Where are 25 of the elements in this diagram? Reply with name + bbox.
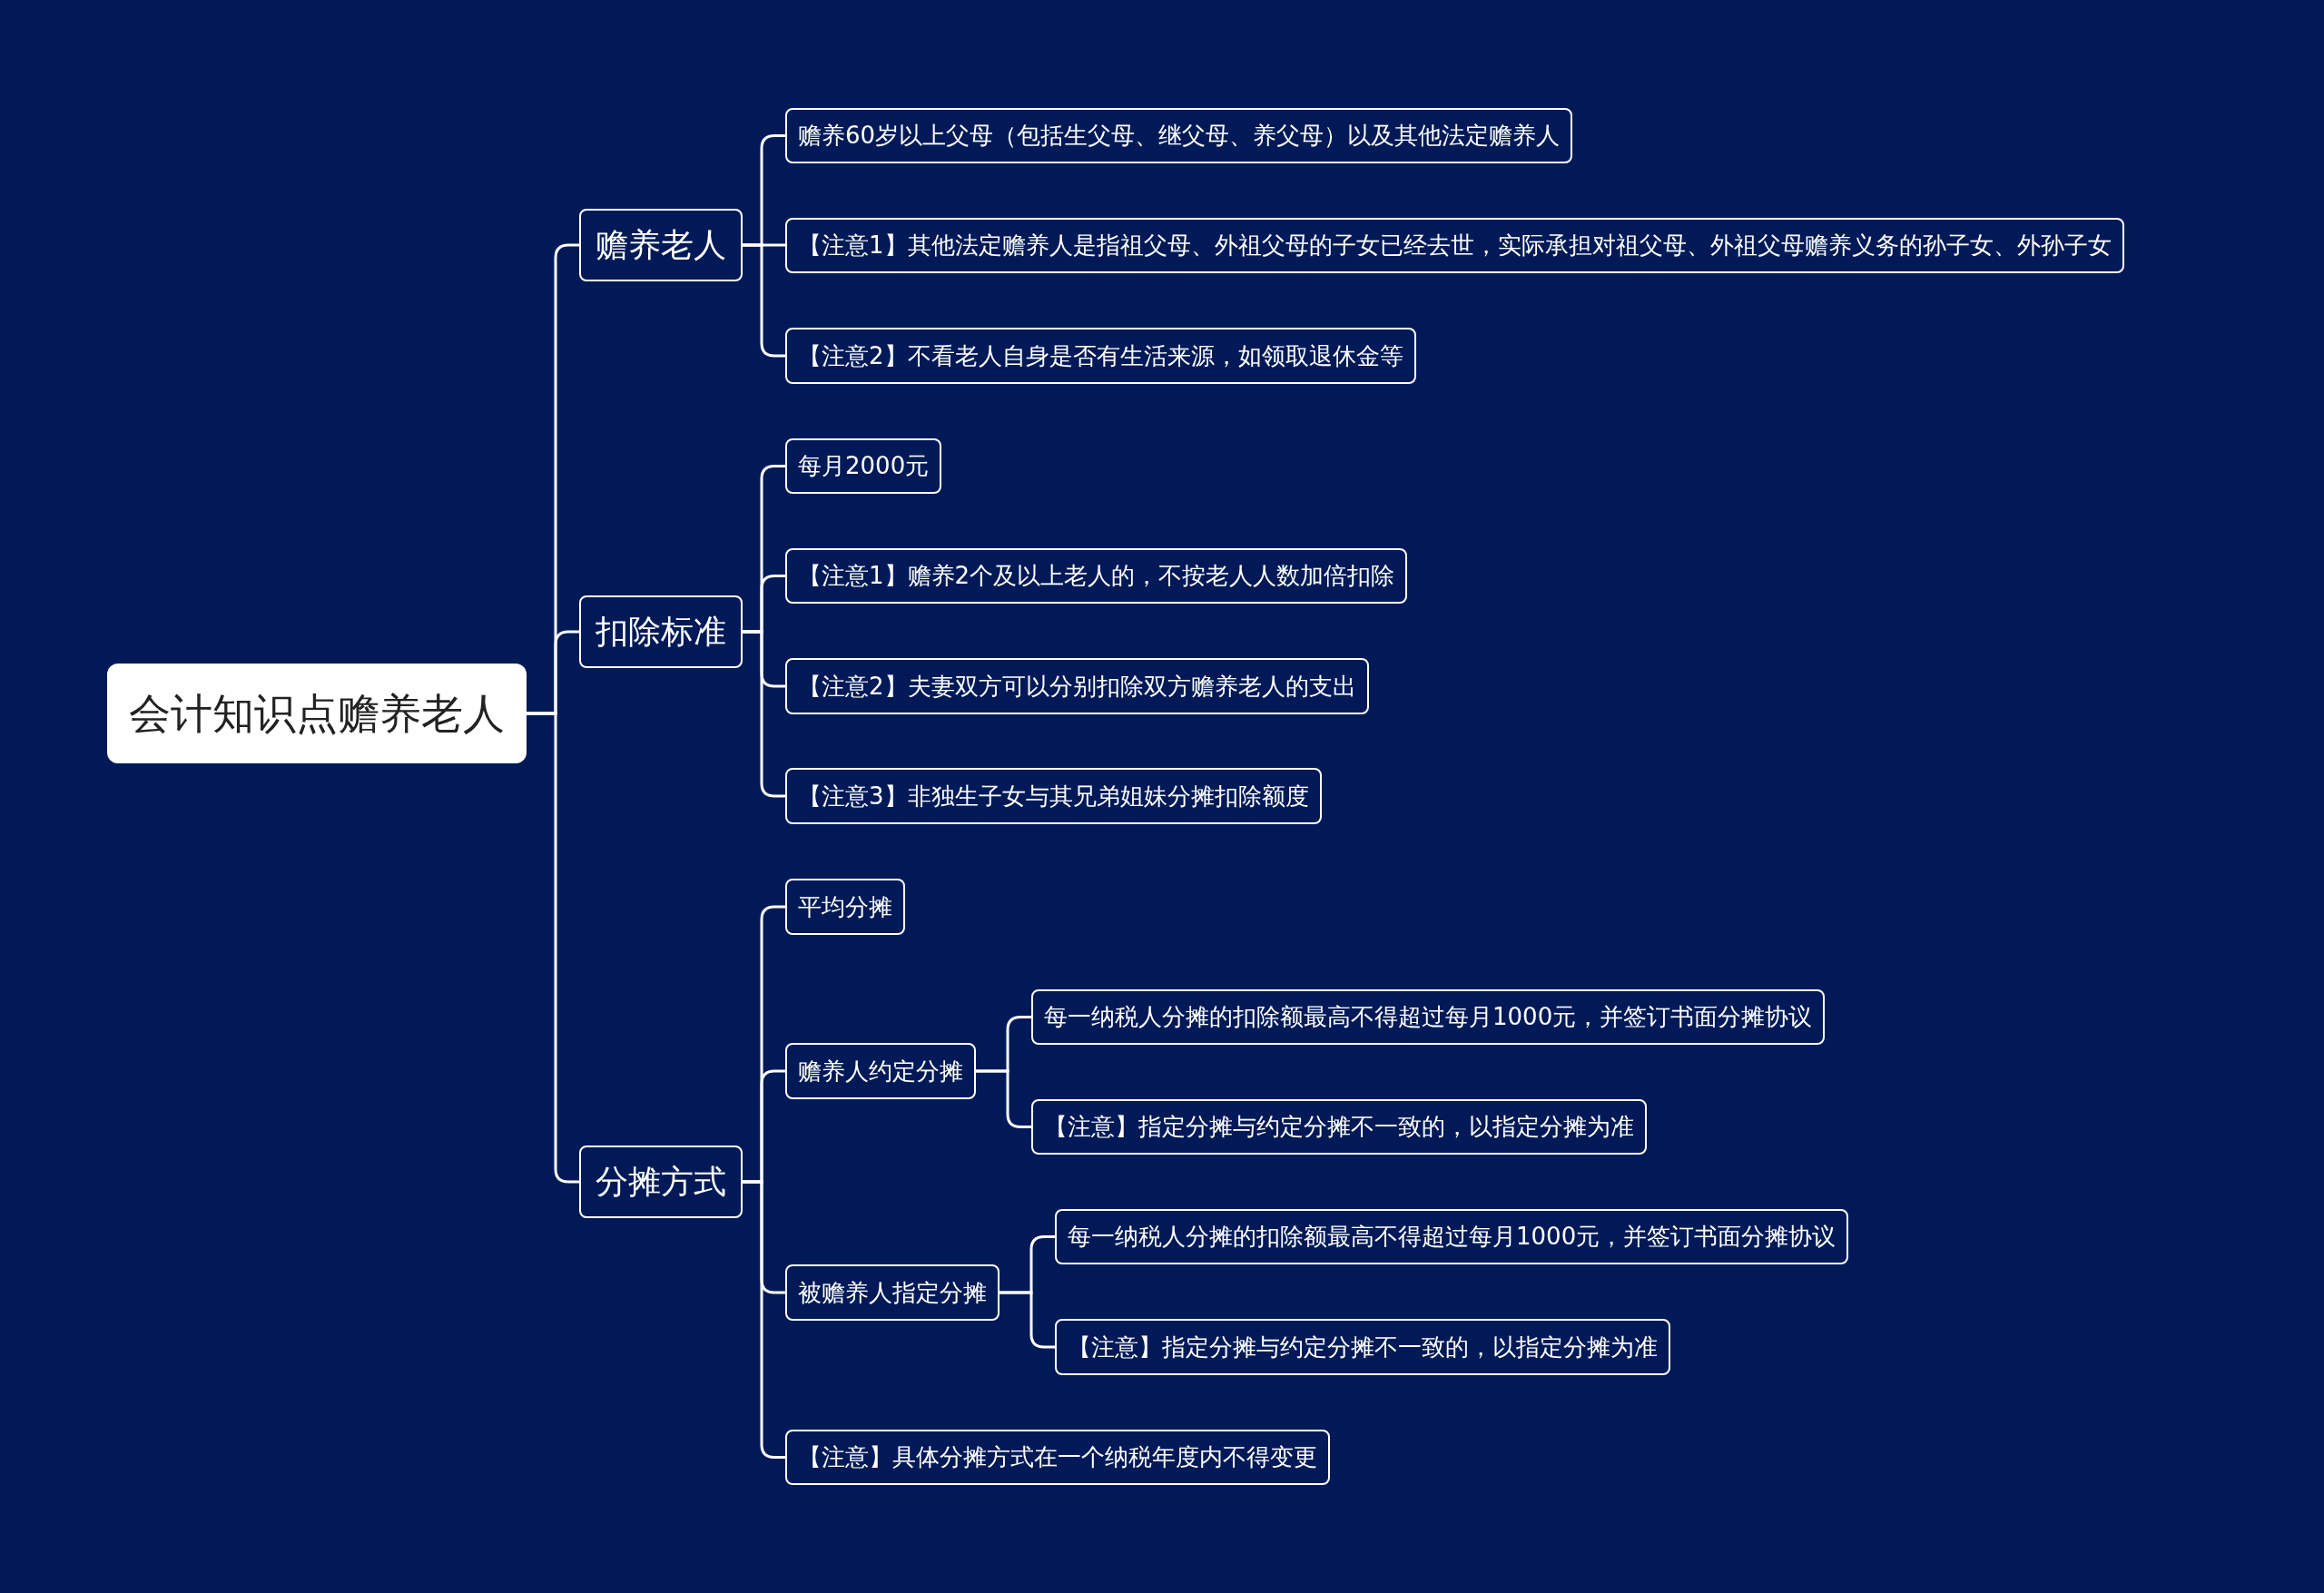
connector-line [976,1069,1031,1128]
branch-topic: 分摊方式 [579,1146,743,1218]
connector-line [743,630,785,798]
leaf-topic: 平均分摊 [785,879,905,935]
branch-topic: 赡养老人 [579,209,743,281]
leaf-topic: 每一纳税人分摊的扣除额最高不得超过每月1000元，并签订书面分摊协议 [1031,989,1826,1045]
connector-line [1000,1291,1055,1349]
connector-line [743,243,785,358]
leaf-topic: 每一纳税人分摊的扣除额最高不得超过每月1000元，并签订书面分摊协议 [1055,1209,1849,1264]
leaf-topic: 【注意3】非独生子女与其兄弟姐妹分摊扣除额度 [785,768,1322,824]
leaf-topic: 【注意】指定分摊与约定分摊不一致的，以指定分摊为准 [1031,1099,1647,1155]
connector-line [743,1180,785,1459]
leaf-topic: 【注意2】不看老人自身是否有生活来源，如领取退休金等 [785,328,1416,384]
leaf-topic: 【注意1】其他法定赡养人是指祖父母、外祖父母的子女已经去世，实际承担对祖父母、外祖父母赡养义务的孙子女、外孙子女 [785,218,2124,273]
root-topic: 会计知识点赡养老人 [107,664,527,763]
leaf-topic: 【注意2】夫妻双方可以分别扣除双方赡养老人的支出 [785,658,1369,714]
connector-line [527,712,579,1184]
leaf-topic: 【注意】指定分摊与约定分摊不一致的，以指定分摊为准 [1055,1319,1670,1375]
leaf-topic: 赡养人约定分摊 [785,1043,976,1099]
branch-topic: 扣除标准 [579,595,743,668]
leaf-topic: 被赡养人指定分摊 [785,1264,1000,1321]
leaf-topic: 【注意】具体分摊方式在一个纳税年度内不得变更 [785,1430,1330,1485]
leaf-topic: 【注意1】赡养2个及以上老人的，不按老人人数加倍扣除 [785,548,1408,604]
leaf-topic: 赡养60岁以上父母（包括生父母、继父母、养父母）以及其他法定赡养人 [785,108,1573,163]
leaf-topic: 每月2000元 [785,438,942,494]
